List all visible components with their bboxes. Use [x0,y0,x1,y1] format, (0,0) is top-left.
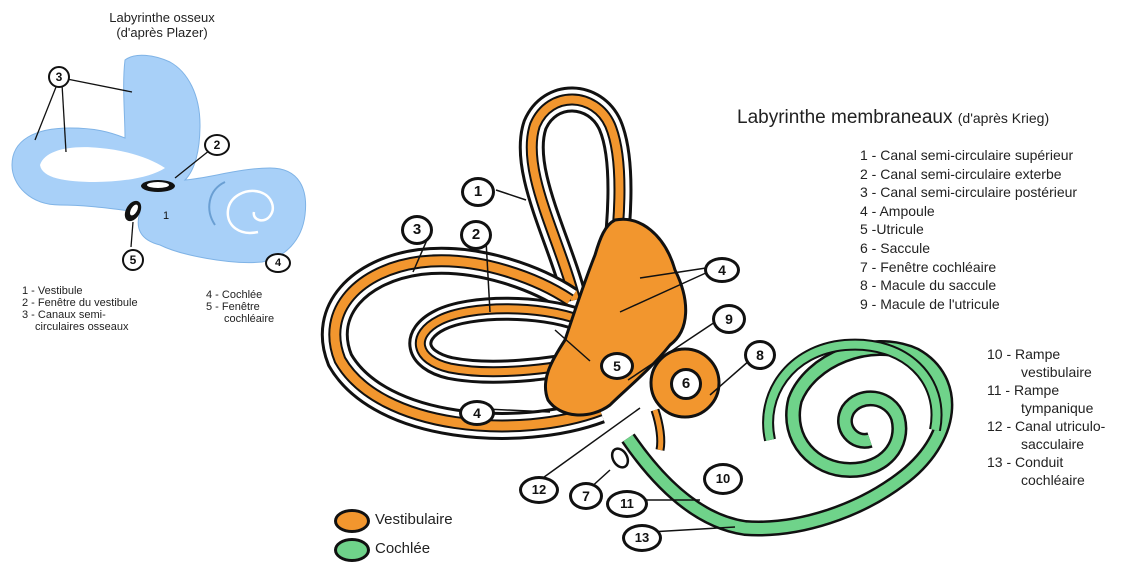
membranous-legend-item: 7 - Fenêtre cochléaire [860,258,1077,277]
membranous-title-main: Labyrinthe membraneaux [737,107,952,128]
bony-legend-item: 4 - Cochlée [206,289,274,301]
marker-9: 9 [712,304,746,334]
key-swatch-cochlee [334,538,370,562]
membranous-legend-item: cochléaire [987,471,1105,489]
bony-legend-item: circulaires osseaux [22,321,138,333]
marker-3: 3 [401,215,433,245]
membranous-legend-item: 12 - Canal utriculo- [987,417,1105,435]
bony-legend-item: cochléaire [206,313,274,325]
marker-10: 10 [703,463,743,495]
membranous-legend-item: 3 - Canal semi-circulaire postérieur [860,183,1077,202]
membranous-title-sub: (d'après Krieg) [958,110,1049,126]
bony-labyrinth-title: Labyrinthe osseux (d'après Plazer) [72,10,252,40]
bony-marker-4: 4 [265,253,291,273]
membranous-legend-item: 10 - Rampe [987,345,1105,363]
marker-4-lower: 4 [459,400,495,426]
membranous-legend-item: 5 -Utricule [860,220,1077,239]
membranous-legend-item: 13 - Conduit [987,453,1105,471]
membranous-legend-bottom: 10 - Rampe vestibulaire 11 - Rampe tympa… [987,345,1105,489]
marker-6: 6 [670,368,702,400]
membranous-legend-item: 11 - Rampe [987,381,1105,399]
membranous-legend-item: tympanique [987,399,1105,417]
marker-12: 12 [519,476,559,504]
membranous-legend-item: 6 - Saccule [860,239,1077,258]
membranous-title: Labyrinthe membraneaux (d'après Krieg) [737,107,1049,129]
bony-title: Labyrinthe osseux [72,10,252,25]
bony-marker-3: 3 [48,66,70,88]
membranous-legend-item: 2 - Canal semi-circulaire exterbe [860,165,1077,184]
bony-legend-col2: 4 - Cochlée 5 - Fenêtre cochléaire [206,289,274,325]
marker-13: 13 [622,524,662,552]
marker-7: 7 [569,482,603,510]
membranous-legend-item: 4 - Ampoule [860,202,1077,221]
marker-2: 2 [460,220,492,250]
bony-marker-5: 5 [122,249,144,271]
marker-4-ampoule: 4 [704,257,740,283]
marker-8: 8 [744,340,776,370]
membranous-legend-item: 1 - Canal semi-circulaire supérieur [860,146,1077,165]
key-label-vestibulaire: Vestibulaire [375,511,453,528]
marker-5: 5 [600,352,634,380]
membranous-legend-item: 8 - Macule du saccule [860,276,1077,295]
membranous-legend-top: 1 - Canal semi-circulaire supérieur 2 - … [860,146,1077,313]
bony-legend-item: 2 - Fenêtre du vestibule [22,297,138,309]
marker-11: 11 [606,490,648,518]
bony-marker-2: 2 [204,134,230,156]
key-swatch-vestibulaire [334,509,370,533]
key-label-cochlee: Cochlée [375,540,430,557]
bony-subtitle: (d'après Plazer) [72,25,252,40]
bony-marker-1: 1 [158,208,174,224]
bony-legend-col1: 1 - Vestibule 2 - Fenêtre du vestibule 3… [22,285,138,333]
membranous-legend-item: sacculaire [987,435,1105,453]
bony-legend-item: 3 - Canaux semi- [22,309,138,321]
membranous-labyrinth [335,99,946,532]
membranous-legend-item: 9 - Macule de l'utricule [860,295,1077,314]
membranous-legend-item: vestibulaire [987,363,1105,381]
marker-1: 1 [461,177,495,207]
bony-legend-item: 5 - Fenêtre [206,301,274,313]
bony-legend-item: 1 - Vestibule [22,285,138,297]
